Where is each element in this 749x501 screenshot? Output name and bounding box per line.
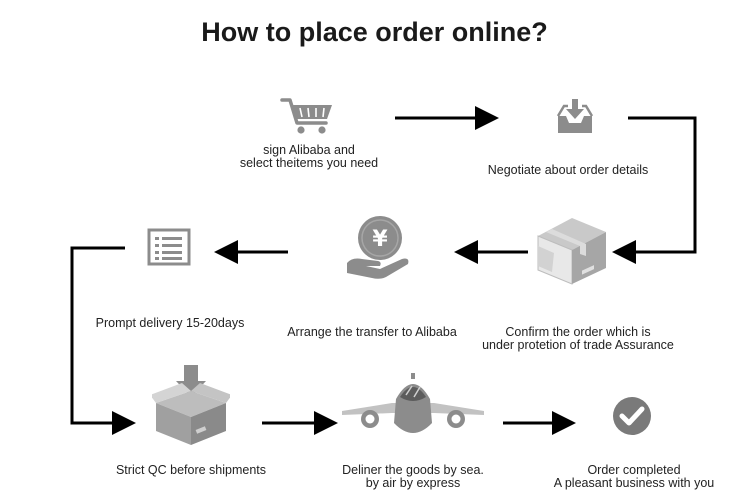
arrow-step2-to-step3 xyxy=(612,116,697,264)
page-title: How to place order online? xyxy=(201,17,548,47)
airplane-icon xyxy=(342,373,484,433)
list-document-icon xyxy=(147,228,191,266)
step-7-label: Deliner the goods by sea.by air by expre… xyxy=(342,463,484,490)
inbox-download-icon xyxy=(556,99,594,133)
package-box-icon xyxy=(537,218,606,285)
shopping-cart-icon xyxy=(280,98,332,134)
step-4-label: Arrange the transfer to Alibaba xyxy=(287,325,457,339)
yen-coin-hand-icon: ¥ xyxy=(347,216,409,279)
step-6-label: Strict QC before shipments xyxy=(115,463,267,477)
step-2-label: Negotiate about order details xyxy=(487,163,649,177)
check-circle-icon xyxy=(613,397,651,435)
step-5-label: Prompt delivery 15-20days xyxy=(95,316,245,330)
arrow-step5-to-step6 xyxy=(70,246,136,435)
svg-text:¥: ¥ xyxy=(372,227,388,252)
open-box-download-icon xyxy=(152,365,230,445)
